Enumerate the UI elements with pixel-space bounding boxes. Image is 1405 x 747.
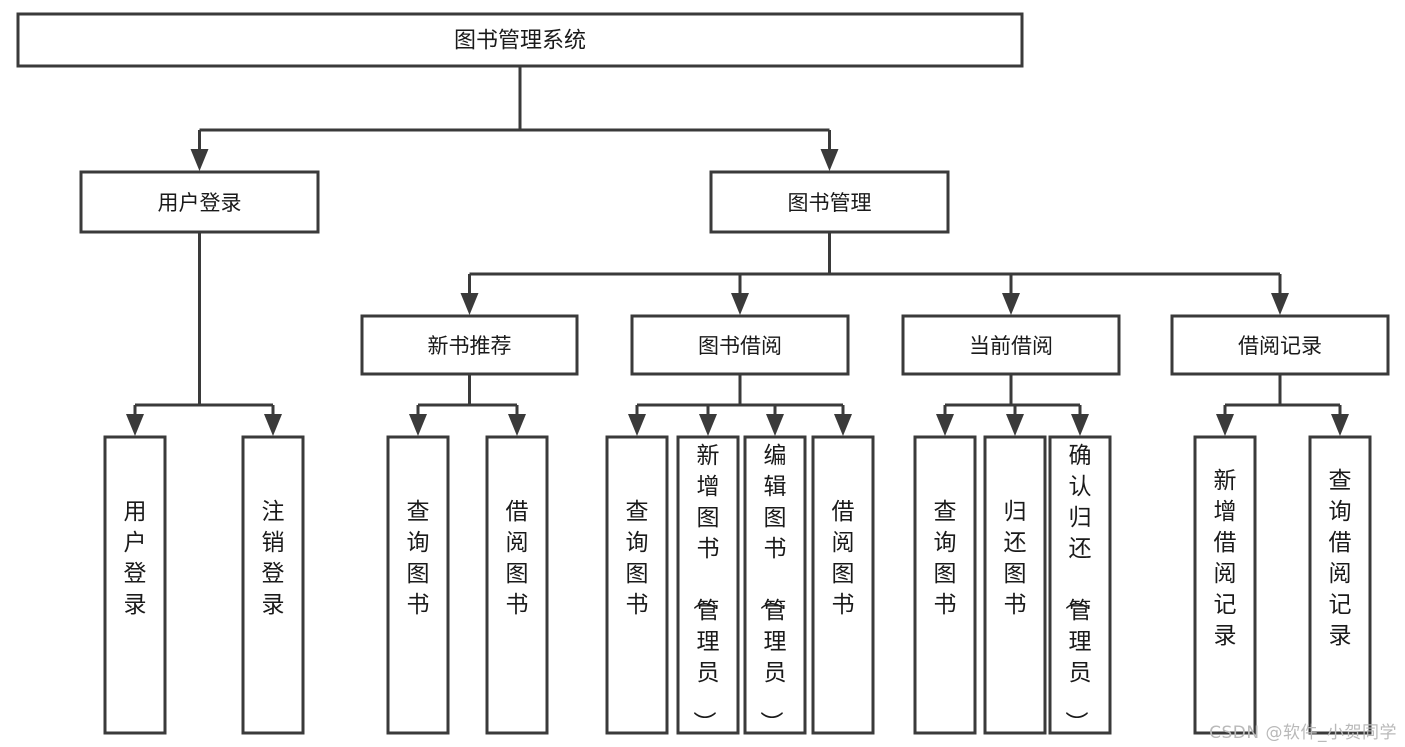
arrow-head-icon <box>834 414 852 436</box>
node-leaf-return-book[interactable]: 归还图书 <box>983 435 1047 735</box>
arrow-head-icon <box>731 293 749 315</box>
node-leaf-add-borrow-record[interactable]: 新增借阅记录 <box>1193 435 1257 735</box>
node-leaf-query-borrow-record[interactable]: 查询借阅记录 <box>1308 435 1372 735</box>
node-box-leaf-query-book-borrow <box>605 435 669 735</box>
edge-borrow-to-leaves <box>628 374 852 436</box>
node-box-leaf-query-borrow-record <box>1308 435 1372 735</box>
node-label-book-management: 图书管理 <box>788 191 872 215</box>
watermark-text: CSDN @软件_小贺同学 <box>1209 723 1397 743</box>
arrow-head-icon <box>1331 414 1349 436</box>
node-box-leaf-query-book-current <box>913 435 977 735</box>
arrow-head-icon <box>264 414 282 436</box>
node-borrow-record[interactable]: 借阅记录 <box>1170 314 1390 376</box>
node-box-leaf-borrow-book <box>811 435 875 735</box>
node-box-leaf-add-borrow-record <box>1193 435 1257 735</box>
node-label-book-borrow: 图书借阅 <box>698 334 782 358</box>
edge-userlogin-to-leaves <box>126 232 282 436</box>
node-box-borrow-record <box>1170 314 1390 376</box>
node-leaf-logout[interactable]: 注销登录 <box>241 435 305 735</box>
arrow-head-icon <box>190 149 209 171</box>
node-label-leaf-return-book: 归还图书 <box>1004 499 1027 618</box>
node-book-management[interactable]: 图书管理 <box>709 170 950 234</box>
arrow-head-icon <box>628 414 646 436</box>
node-box-current-borrow <box>901 314 1121 376</box>
node-label-leaf-borrow-book-recommend: 借阅图书 <box>506 499 529 618</box>
node-box-leaf-add-book <box>676 435 740 735</box>
node-current-borrow[interactable]: 当前借阅 <box>901 314 1121 376</box>
node-box-root <box>16 12 1024 68</box>
node-leaf-edit-book[interactable]: 编辑图书（管理员） <box>743 435 807 735</box>
arrow-head-icon <box>936 414 954 436</box>
arrow-head-icon <box>820 149 839 171</box>
node-box-book-borrow <box>630 314 850 376</box>
node-book-borrow[interactable]: 图书借阅 <box>630 314 850 376</box>
arrow-head-icon <box>1002 293 1020 315</box>
node-leaf-query-book-current[interactable]: 查询图书 <box>913 435 977 735</box>
arrow-head-icon <box>1006 414 1024 436</box>
node-label-leaf-edit-book: 编辑图书（管理员） <box>758 443 787 734</box>
arrow-head-icon <box>409 414 427 436</box>
node-label-borrow-record: 借阅记录 <box>1238 334 1322 358</box>
node-new-book-recommend[interactable]: 新书推荐 <box>360 314 579 376</box>
edge-bookmgmt-to-level3 <box>460 232 1289 315</box>
node-label-leaf-query-book-recommend: 查询图书 <box>407 499 430 618</box>
node-label-leaf-add-borrow-record: 新增借阅记录 <box>1214 468 1237 649</box>
node-label-current-borrow: 当前借阅 <box>969 334 1053 358</box>
node-label-user-login: 用户登录 <box>158 191 242 215</box>
node-label-new-book-recommend: 新书推荐 <box>428 334 512 358</box>
arrow-head-icon <box>1216 414 1234 436</box>
edge-root-to-level2 <box>190 66 839 171</box>
arrow-head-icon <box>766 414 784 436</box>
arrow-head-icon <box>460 293 479 315</box>
node-box-book-management <box>709 170 950 234</box>
node-leaf-user-login[interactable]: 用户登录 <box>103 435 167 735</box>
node-leaf-add-book[interactable]: 新增图书（管理员） <box>676 435 740 735</box>
node-label-leaf-query-book-current: 查询图书 <box>934 499 957 618</box>
node-label-leaf-query-borrow-record: 查询借阅记录 <box>1329 468 1352 649</box>
node-box-leaf-logout <box>241 435 305 735</box>
node-label-root: 图书管理系统 <box>454 29 586 54</box>
node-user-login[interactable]: 用户登录 <box>79 170 320 234</box>
node-leaf-borrow-book-recommend[interactable]: 借阅图书 <box>485 435 549 735</box>
arrow-head-icon <box>1271 293 1289 315</box>
node-box-leaf-user-login <box>103 435 167 735</box>
node-root[interactable]: 图书管理系统 <box>16 12 1024 68</box>
node-label-leaf-user-login: 用户登录 <box>124 499 147 618</box>
node-box-leaf-query-book-recommend <box>386 435 450 735</box>
edge-recommend-to-leaves <box>409 374 526 436</box>
node-box-leaf-confirm-return <box>1048 435 1112 735</box>
node-box-leaf-edit-book <box>743 435 807 735</box>
node-label-leaf-add-book: 新增图书（管理员） <box>691 443 720 734</box>
edge-current-to-leaves <box>936 374 1089 436</box>
arrow-head-icon <box>126 414 144 436</box>
node-leaf-confirm-return[interactable]: 确认归还（管理员） <box>1048 435 1112 735</box>
node-label-leaf-query-book-borrow: 查询图书 <box>626 499 649 618</box>
edge-record-to-leaves <box>1216 374 1349 436</box>
node-leaf-query-book-borrow[interactable]: 查询图书 <box>605 435 669 735</box>
node-leaf-query-book-recommend[interactable]: 查询图书 <box>386 435 450 735</box>
node-box-user-login <box>79 170 320 234</box>
node-box-new-book-recommend <box>360 314 579 376</box>
node-layer: 图书管理系统用户登录图书管理新书推荐图书借阅当前借阅借阅记录用户登录注销登录查询… <box>16 12 1390 735</box>
node-leaf-borrow-book[interactable]: 借阅图书 <box>811 435 875 735</box>
connector-layer <box>126 66 1349 436</box>
node-label-leaf-borrow-book: 借阅图书 <box>832 499 855 618</box>
node-label-leaf-confirm-return: 确认归还（管理员） <box>1063 443 1092 734</box>
arrow-head-icon <box>699 414 717 436</box>
node-label-leaf-logout: 注销登录 <box>262 499 285 618</box>
node-box-leaf-return-book <box>983 435 1047 735</box>
arrow-head-icon <box>508 414 526 436</box>
node-box-leaf-borrow-book-recommend <box>485 435 549 735</box>
arrow-head-icon <box>1071 414 1089 436</box>
